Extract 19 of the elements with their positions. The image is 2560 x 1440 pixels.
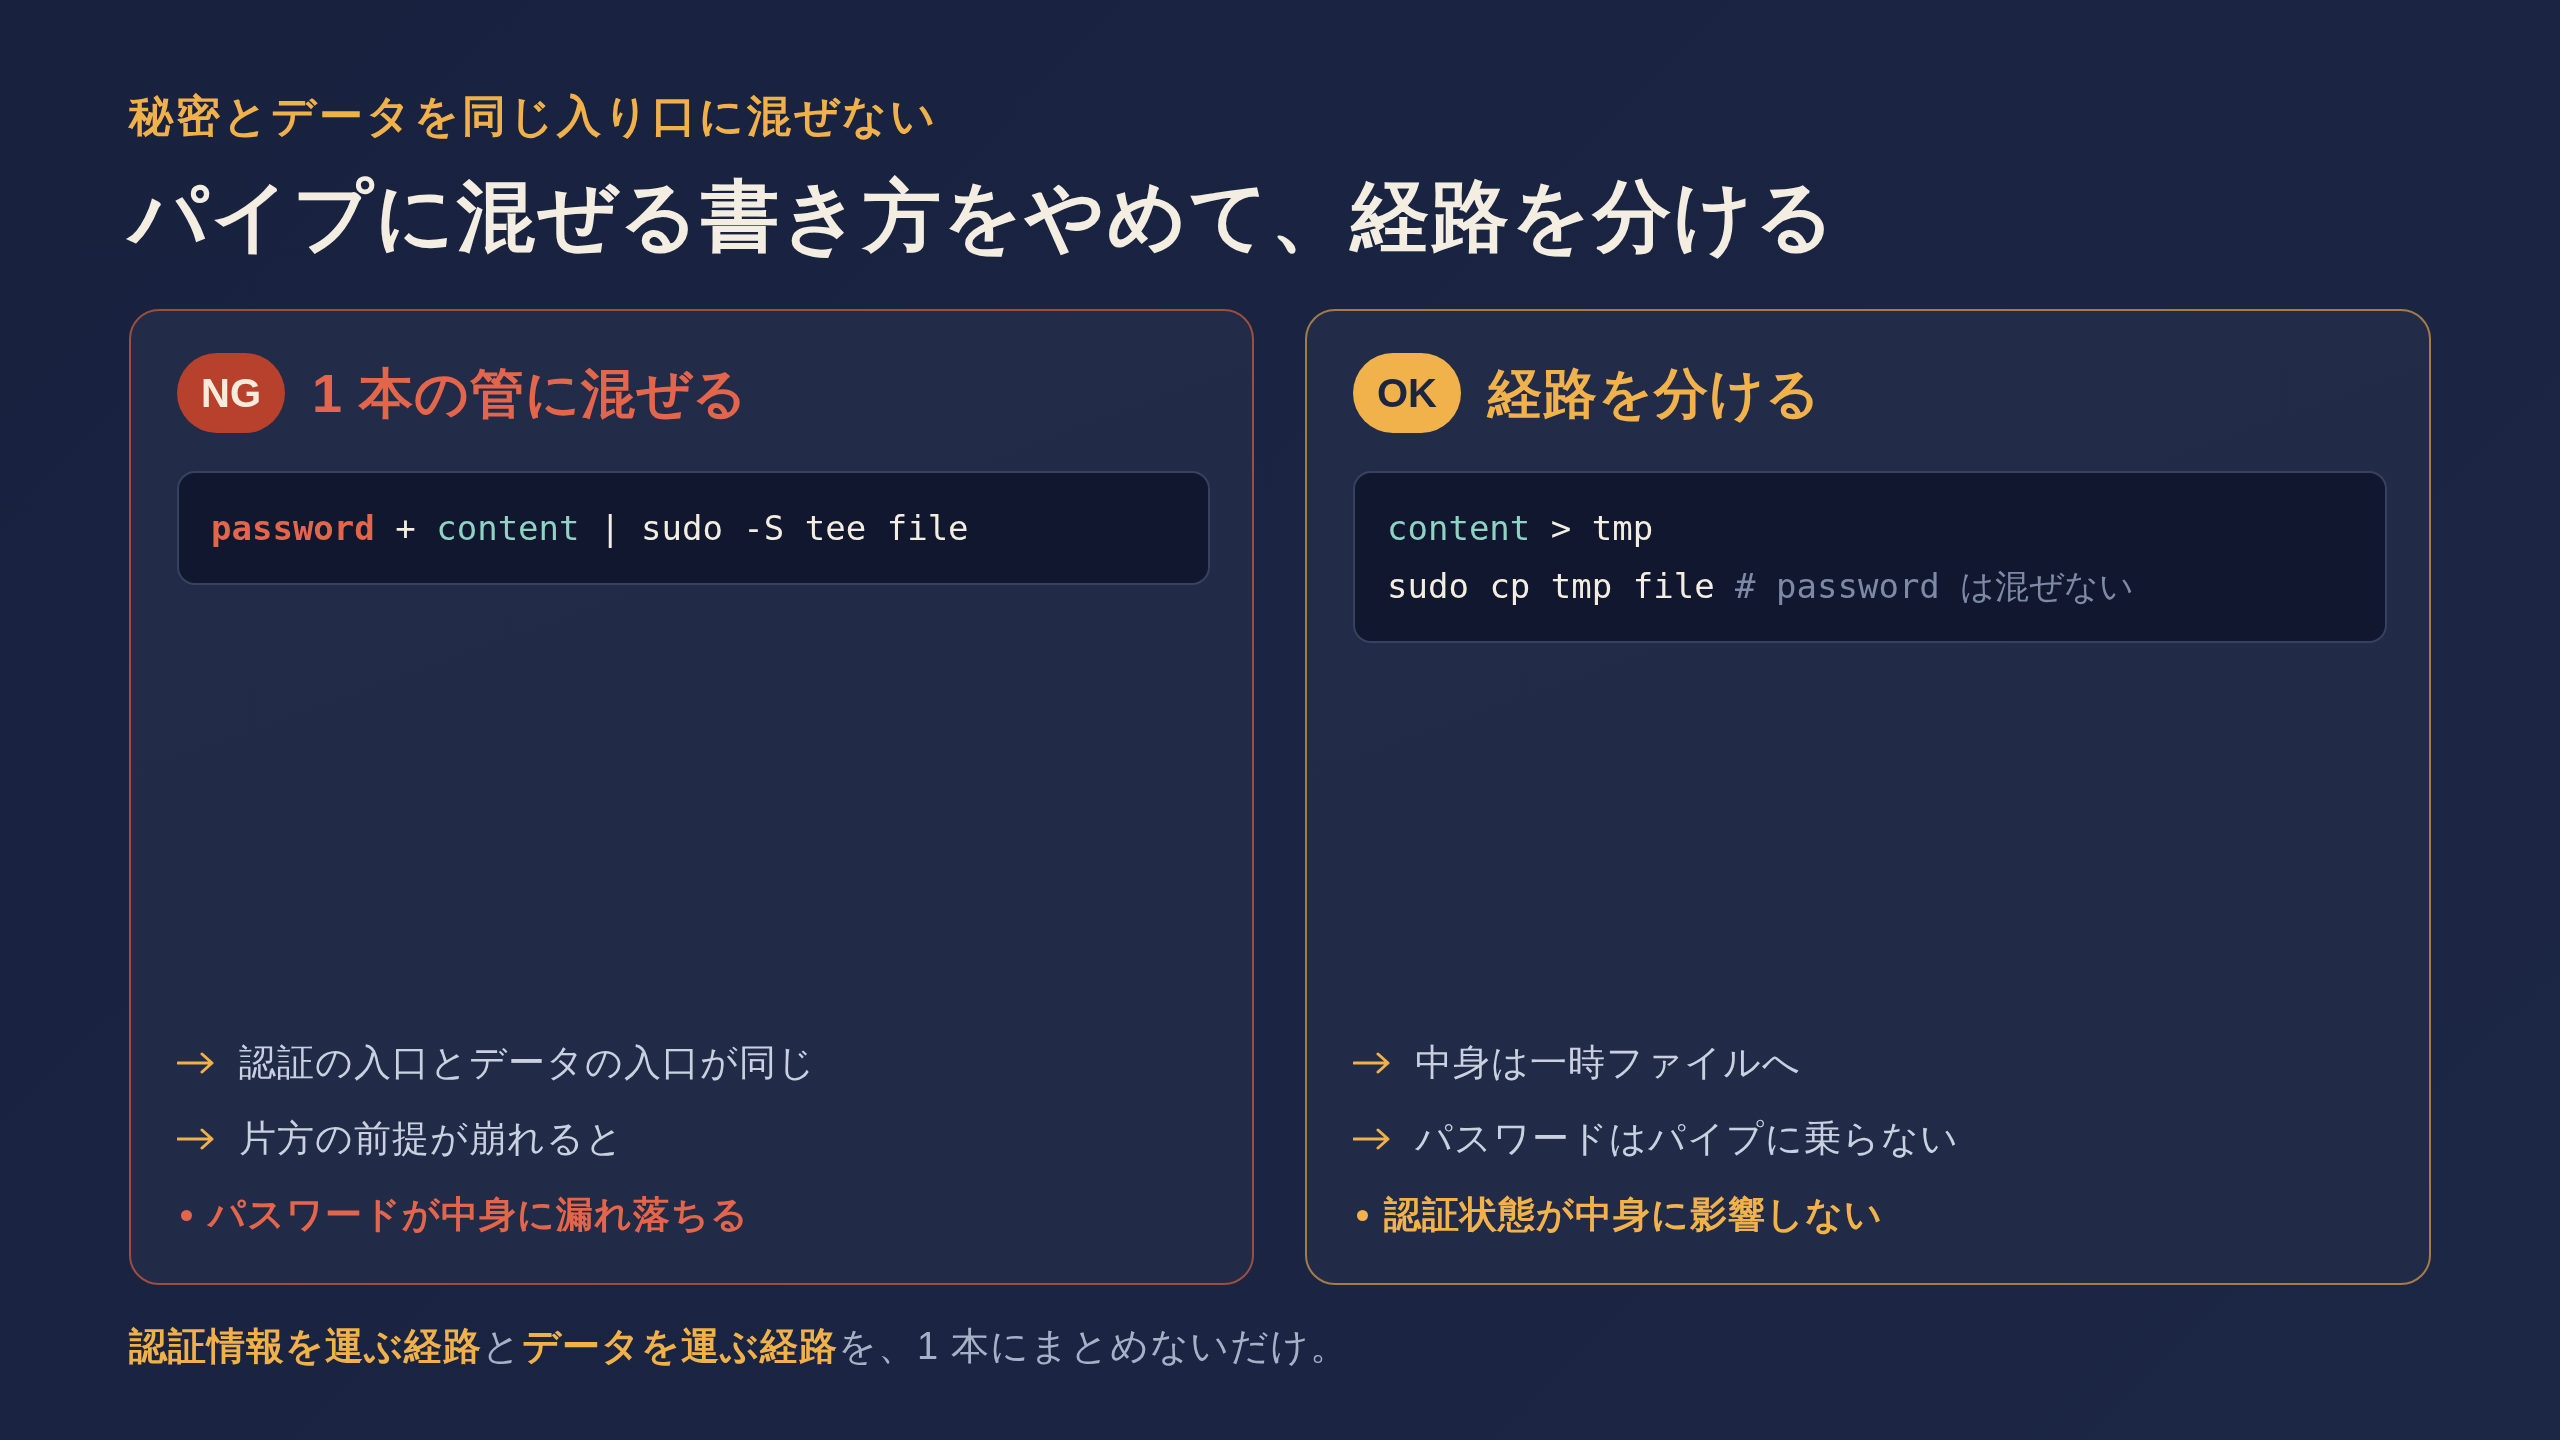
- code-line: password + content | sudo -S tee file: [211, 507, 969, 550]
- list-item-text: 片方の前提が崩れると: [239, 1117, 624, 1161]
- panel-heading: 経路を分ける: [1488, 362, 1821, 425]
- list-item-text: パスワードはパイプに乗らない: [1415, 1117, 1959, 1161]
- status-badge: NG: [177, 353, 285, 433]
- code-line: content > tmp: [1387, 507, 1654, 550]
- conclusion-text: 認証状態が中身に影響しない: [1384, 1193, 1883, 1237]
- kicker-text: 秘密とデータを同じ入り口に混ぜない: [129, 90, 938, 142]
- code-block: [177, 471, 1210, 585]
- conclusion-text: パスワードが中身に漏れ落ちる: [208, 1193, 749, 1237]
- caption-text: 認証情報を運ぶ経路とデータを運ぶ経路を、1 本にまとめないだけ。: [129, 1324, 1349, 1369]
- list-item-text: 認証の入口とデータの入口が同じ: [239, 1041, 816, 1085]
- list-item-text: 中身は一時ファイルへ: [1415, 1041, 1801, 1085]
- code-block: [1353, 471, 2387, 643]
- comparison-panel: [1305, 309, 2431, 1285]
- code-line: sudo cp tmp file # password は混ぜない: [1387, 565, 2135, 608]
- status-badge: OK: [1353, 353, 1461, 433]
- panel-heading: 1 本の管に混ぜる: [312, 362, 749, 425]
- comparison-panel: [129, 309, 1254, 1285]
